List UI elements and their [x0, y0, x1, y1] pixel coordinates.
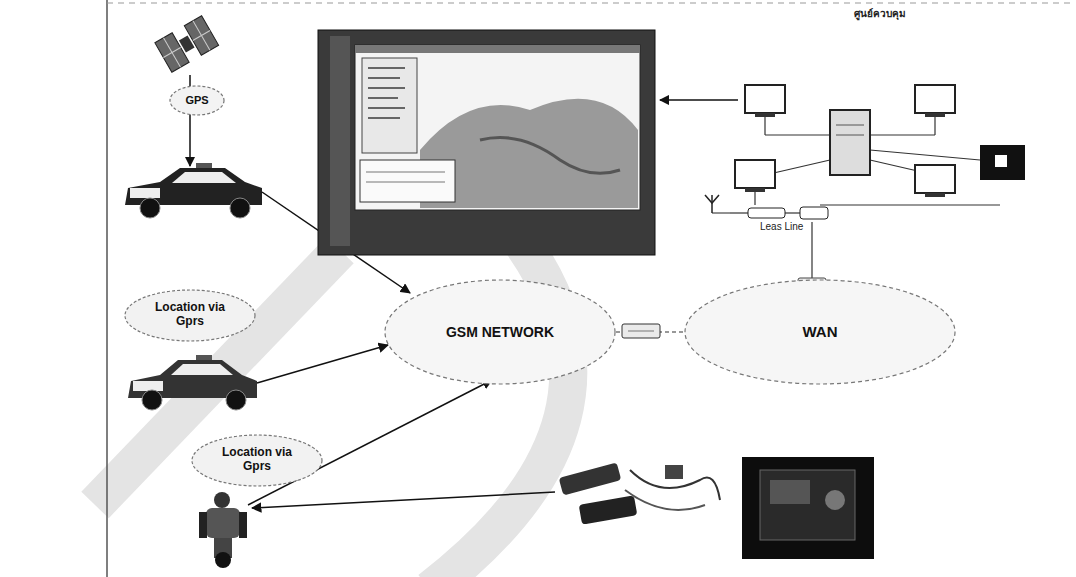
- cloud-bubble: GPS: [169, 85, 225, 116]
- cloud-bubble: WAN: [684, 279, 956, 385]
- map-screenshot: [318, 30, 655, 255]
- frame-line: [107, 3, 1070, 4]
- signal-arrow: [189, 114, 191, 166]
- link-arrow: [257, 345, 388, 383]
- signal-line: [189, 75, 191, 86]
- device-photo: [559, 457, 874, 559]
- gateway-device: [622, 324, 660, 338]
- text-label: ศูนย์ควบคุม: [852, 6, 908, 21]
- frame-line: [106, 0, 108, 577]
- connector: [616, 331, 684, 332]
- text-label: Leas Line: [758, 221, 805, 232]
- motorbike: [199, 492, 247, 568]
- modem-router: [705, 195, 828, 294]
- cloud-bubble: Location via Gprs: [191, 434, 323, 487]
- computer-icon: [735, 85, 1025, 197]
- node-text: WAN: [803, 323, 838, 340]
- node-text: GSM NETWORK: [446, 324, 554, 340]
- link-arrow: [252, 492, 555, 508]
- node-text: Location via Gprs: [150, 301, 230, 329]
- satellite-icon: [155, 16, 219, 72]
- cloud-bubble: Location via Gprs: [124, 289, 256, 342]
- node-text: GPS: [185, 94, 208, 107]
- link-arrow: [660, 99, 738, 101]
- police-car: [125, 163, 262, 218]
- police-car: [128, 355, 257, 410]
- node-text: Location via Gprs: [217, 446, 297, 474]
- cloud-bubble: GSM NETWORK: [384, 279, 616, 385]
